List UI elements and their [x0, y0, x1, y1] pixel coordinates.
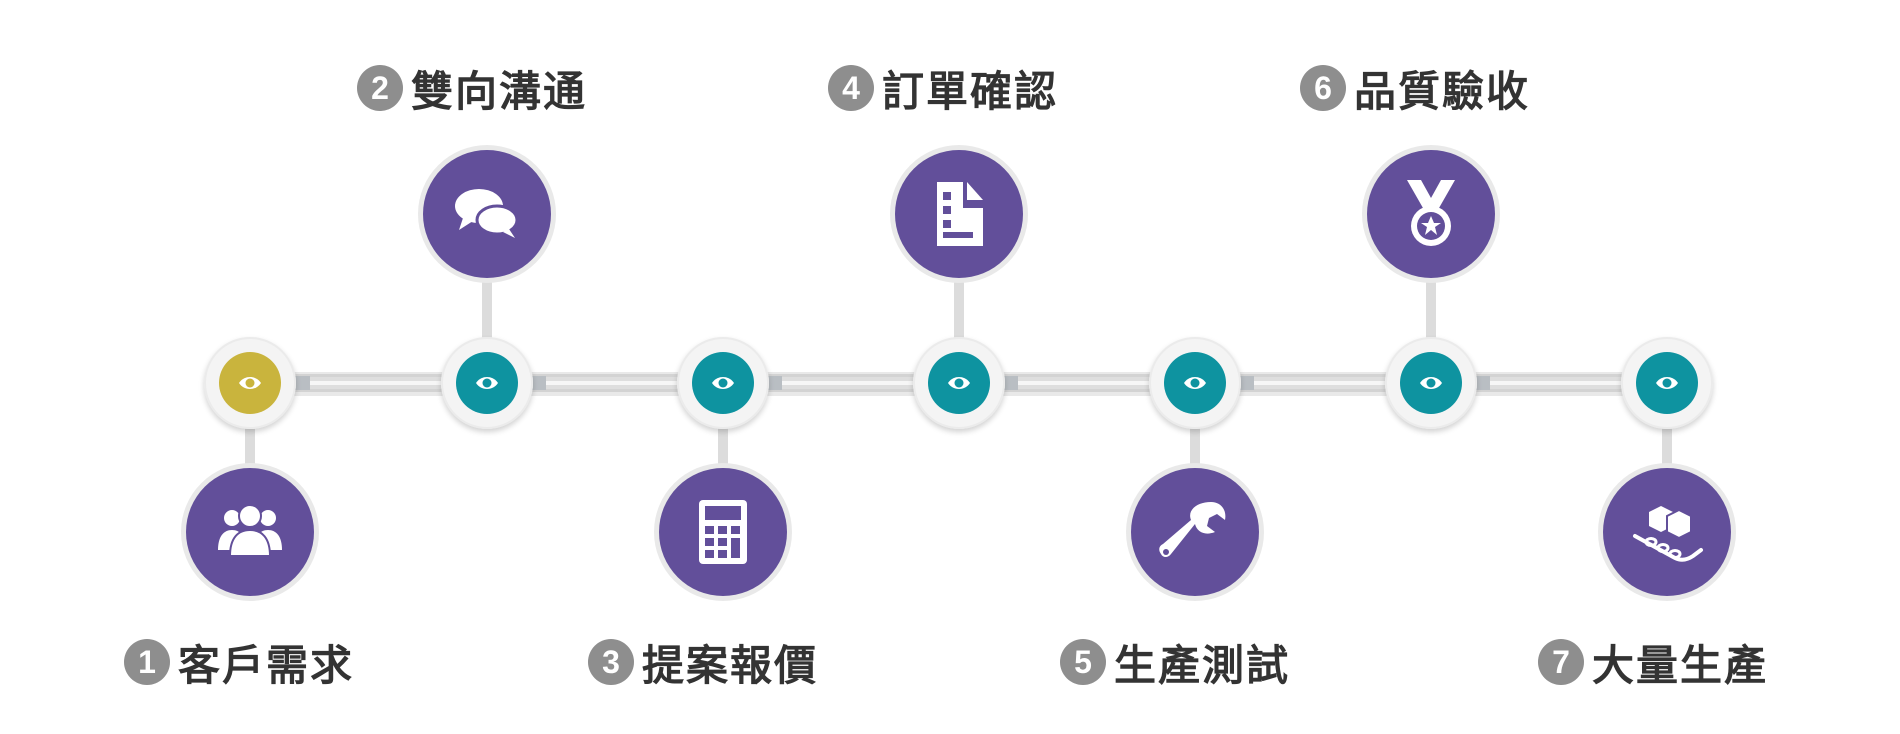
eye-icon — [476, 377, 498, 389]
medal-icon — [1407, 180, 1455, 246]
step-4-label: 4 訂單確認 — [828, 58, 1058, 118]
track-joint — [530, 376, 546, 390]
step-6-label: 6 品質驗收 — [1300, 58, 1530, 118]
wrench-icon — [1159, 502, 1226, 557]
connector-2 — [482, 270, 492, 350]
connector-6 — [1426, 270, 1436, 350]
connector-7 — [1662, 415, 1672, 490]
track-joint — [766, 376, 782, 390]
eye-icon — [1420, 377, 1442, 389]
step-number: 1 — [124, 639, 170, 685]
users-icon — [218, 504, 282, 557]
step-1-label: 1 客戶需求 — [124, 632, 354, 692]
track-joint — [1238, 376, 1254, 390]
chat-bubbles-icon — [455, 189, 519, 238]
eye-icon — [948, 377, 970, 389]
step-2-label: 2 雙向溝通 — [357, 58, 587, 118]
track-joint — [294, 376, 310, 390]
document-icon — [937, 182, 983, 246]
step-5-label: 5 生產測試 — [1060, 632, 1290, 692]
step-7-label: 7 大量生產 — [1538, 632, 1768, 692]
eye-icon — [239, 377, 261, 389]
connector-1 — [245, 415, 255, 490]
step-title: 訂單確認 — [882, 66, 1059, 116]
step-3-badge — [654, 463, 792, 601]
timeline-node-1 — [204, 337, 296, 429]
conveyor-icon — [1633, 506, 1703, 562]
step-number: 3 — [588, 639, 634, 685]
step-number: 4 — [828, 65, 874, 111]
eye-icon — [1656, 377, 1678, 389]
timeline-node-3 — [677, 337, 769, 429]
timeline-node-4 — [913, 337, 1005, 429]
step-6-badge — [1362, 145, 1500, 283]
step-3-label: 3 提案報價 — [588, 632, 818, 692]
step-2-badge — [418, 145, 556, 283]
timeline-node-5 — [1149, 337, 1241, 429]
connector-3 — [718, 415, 728, 490]
eye-icon — [1184, 377, 1206, 389]
step-title: 提案報價 — [642, 640, 819, 690]
step-title: 生產測試 — [1114, 640, 1291, 690]
step-5-badge — [1126, 463, 1264, 601]
step-7-badge — [1598, 463, 1736, 601]
step-title: 品質驗收 — [1354, 66, 1531, 116]
step-title: 大量生產 — [1592, 640, 1769, 690]
step-number: 7 — [1538, 639, 1584, 685]
connector-5 — [1190, 415, 1200, 490]
step-title: 客戶需求 — [178, 640, 355, 690]
eye-icon — [712, 377, 734, 389]
step-number: 6 — [1300, 65, 1346, 111]
timeline-node-2 — [441, 337, 533, 429]
timeline-node-6 — [1385, 337, 1477, 429]
track-joint — [1002, 376, 1018, 390]
step-1-badge — [181, 463, 319, 601]
step-number: 5 — [1060, 639, 1106, 685]
connector-4 — [954, 270, 964, 350]
step-4-badge — [890, 145, 1028, 283]
track-joint — [1474, 376, 1490, 390]
step-number: 2 — [357, 65, 403, 111]
timeline-node-7 — [1621, 337, 1713, 429]
step-title: 雙向溝通 — [411, 66, 588, 116]
calculator-icon — [699, 500, 747, 564]
